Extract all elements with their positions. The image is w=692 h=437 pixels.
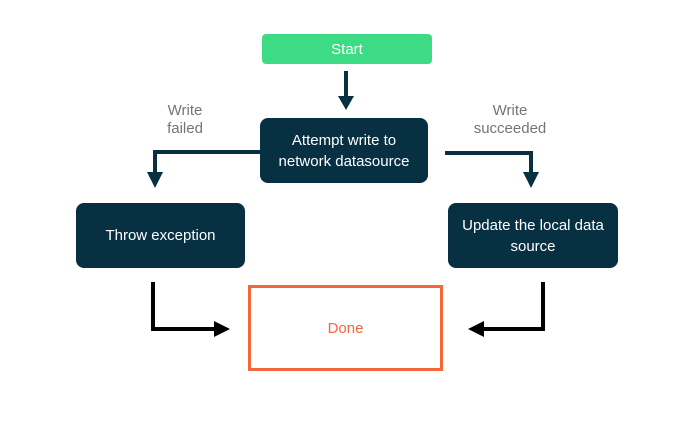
arrow-throw-exception-to-done <box>151 282 230 337</box>
node-throw-exception: Throw exception <box>76 203 245 268</box>
arrow-update-local-to-done <box>468 282 545 337</box>
node-done: Done <box>248 285 443 371</box>
edge-label-write-succeeded: Write succeeded <box>473 102 547 137</box>
node-start: Start <box>262 34 432 64</box>
arrow-start-to-attempt <box>338 71 354 110</box>
node-update-local-data-source: Update the local data source <box>448 203 618 268</box>
arrow-attempt-to-update-local <box>445 151 539 188</box>
arrow-attempt-to-throw-exception <box>147 150 261 188</box>
node-attempt-write: Attempt write to network datasource <box>260 118 428 183</box>
edge-label-write-failed: Write failed <box>167 102 203 137</box>
